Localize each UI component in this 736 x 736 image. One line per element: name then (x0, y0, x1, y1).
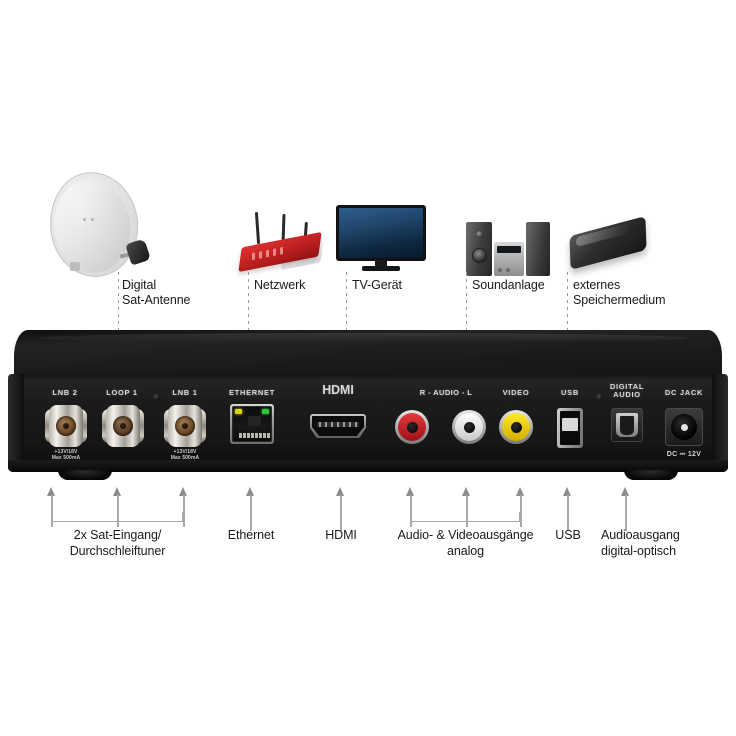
port-label-lnb2: LNB 2 (52, 388, 78, 397)
callout-arrow-lnb2 (47, 487, 56, 527)
callout-text-digital: Audioausgang digital-optisch (601, 528, 680, 558)
port-label-audio: R - AUDIO - L (419, 388, 473, 397)
callout-bracket-av-l (410, 512, 412, 522)
ethernet-led-yellow (235, 409, 242, 414)
external-storage-icon (569, 216, 650, 270)
port-lnb2-connector[interactable] (45, 405, 87, 447)
port-label-usb: USB (561, 388, 579, 397)
callout-arrow-digital (621, 487, 630, 531)
satellite-receiver-device: LNB 2 +13V/18V Max 500mA LOOP 1 LNB 1 +1… (8, 330, 728, 480)
callout-bracket-av (410, 521, 520, 523)
port-loop1-connector[interactable] (102, 405, 144, 447)
callout-bracket-av-r (519, 512, 521, 522)
device-label-sound: Soundanlage (472, 278, 545, 292)
port-audio-right-rca[interactable] (395, 410, 429, 444)
callout-arrow-lnb1 (179, 487, 188, 527)
port-label-hdmi: HDMI (322, 382, 354, 397)
callout-bracket-sat-l (51, 512, 53, 522)
callout-text-av: Audio- & Videoausgänge analog (397, 528, 534, 558)
port-label-digital-audio: DIGITAL AUDIO (609, 382, 645, 399)
ethernet-led-green (262, 409, 269, 414)
sound-system-icon (466, 222, 550, 276)
port-label-dc-jack: DC JACK (664, 388, 704, 397)
dashed-line-sound (466, 272, 467, 336)
device-foot-right (624, 470, 678, 480)
callout-text-ethernet: Ethernet (227, 528, 275, 542)
device-label-hdd: externes Speichermedium (573, 278, 666, 307)
chassis-screw-right (596, 394, 603, 401)
port-label-ethernet: ETHERNET (228, 388, 276, 397)
port-label-video: VIDEO (502, 388, 530, 397)
port-optical-toslink[interactable] (611, 408, 643, 442)
port-lnb1-connector[interactable] (164, 405, 206, 447)
port-sublabel-lnb1: +13V/18V Max 500mA (170, 449, 200, 461)
callout-text-sat: 2x Sat-Eingang/ Durchschleiftuner (69, 528, 166, 558)
chassis-screw-left (153, 394, 160, 401)
port-sublabel-dc-jack: DC ⎓ 12V (666, 451, 702, 458)
callout-arrow-ethernet (246, 487, 255, 531)
callout-arrow-hdmi (336, 487, 345, 531)
device-foot-left (58, 470, 112, 480)
callout-text-usb: USB (555, 528, 581, 542)
port-label-loop1: LOOP 1 (106, 388, 138, 397)
port-sublabel-lnb2: +13V/18V Max 500mA (51, 449, 81, 461)
callout-bracket-sat (51, 521, 183, 523)
port-label-lnb1: LNB 1 (172, 388, 198, 397)
port-video-rca[interactable] (499, 410, 533, 444)
callout-arrow-audio-r (406, 487, 415, 527)
device-label-sat-dish: Digital Sat-Antenne (122, 278, 191, 307)
callout-bracket-sat-r (182, 512, 184, 522)
router-icon (238, 211, 328, 274)
dashed-line-hdd (567, 272, 568, 336)
callout-text-hdmi: HDMI (325, 528, 357, 542)
callout-arrow-video (516, 487, 525, 527)
callout-arrow-loop1 (113, 487, 122, 527)
port-hdmi-connector[interactable] (310, 414, 366, 438)
callout-arrow-audio-l (462, 487, 471, 527)
device-label-router: Netzwerk (254, 278, 306, 292)
device-label-tv: TV-Gerät (352, 278, 402, 292)
dashed-line-tv (346, 272, 347, 348)
port-ethernet-jack[interactable] (230, 404, 274, 444)
callout-arrow-usb (563, 487, 572, 531)
port-dc-jack[interactable] (665, 408, 703, 446)
dashed-line-network (248, 272, 249, 348)
tv-icon (336, 205, 426, 273)
port-audio-left-rca[interactable] (452, 410, 486, 444)
port-usb-connector[interactable] (557, 408, 583, 448)
satellite-dish-icon (44, 167, 151, 282)
dashed-line-sat (118, 272, 119, 350)
